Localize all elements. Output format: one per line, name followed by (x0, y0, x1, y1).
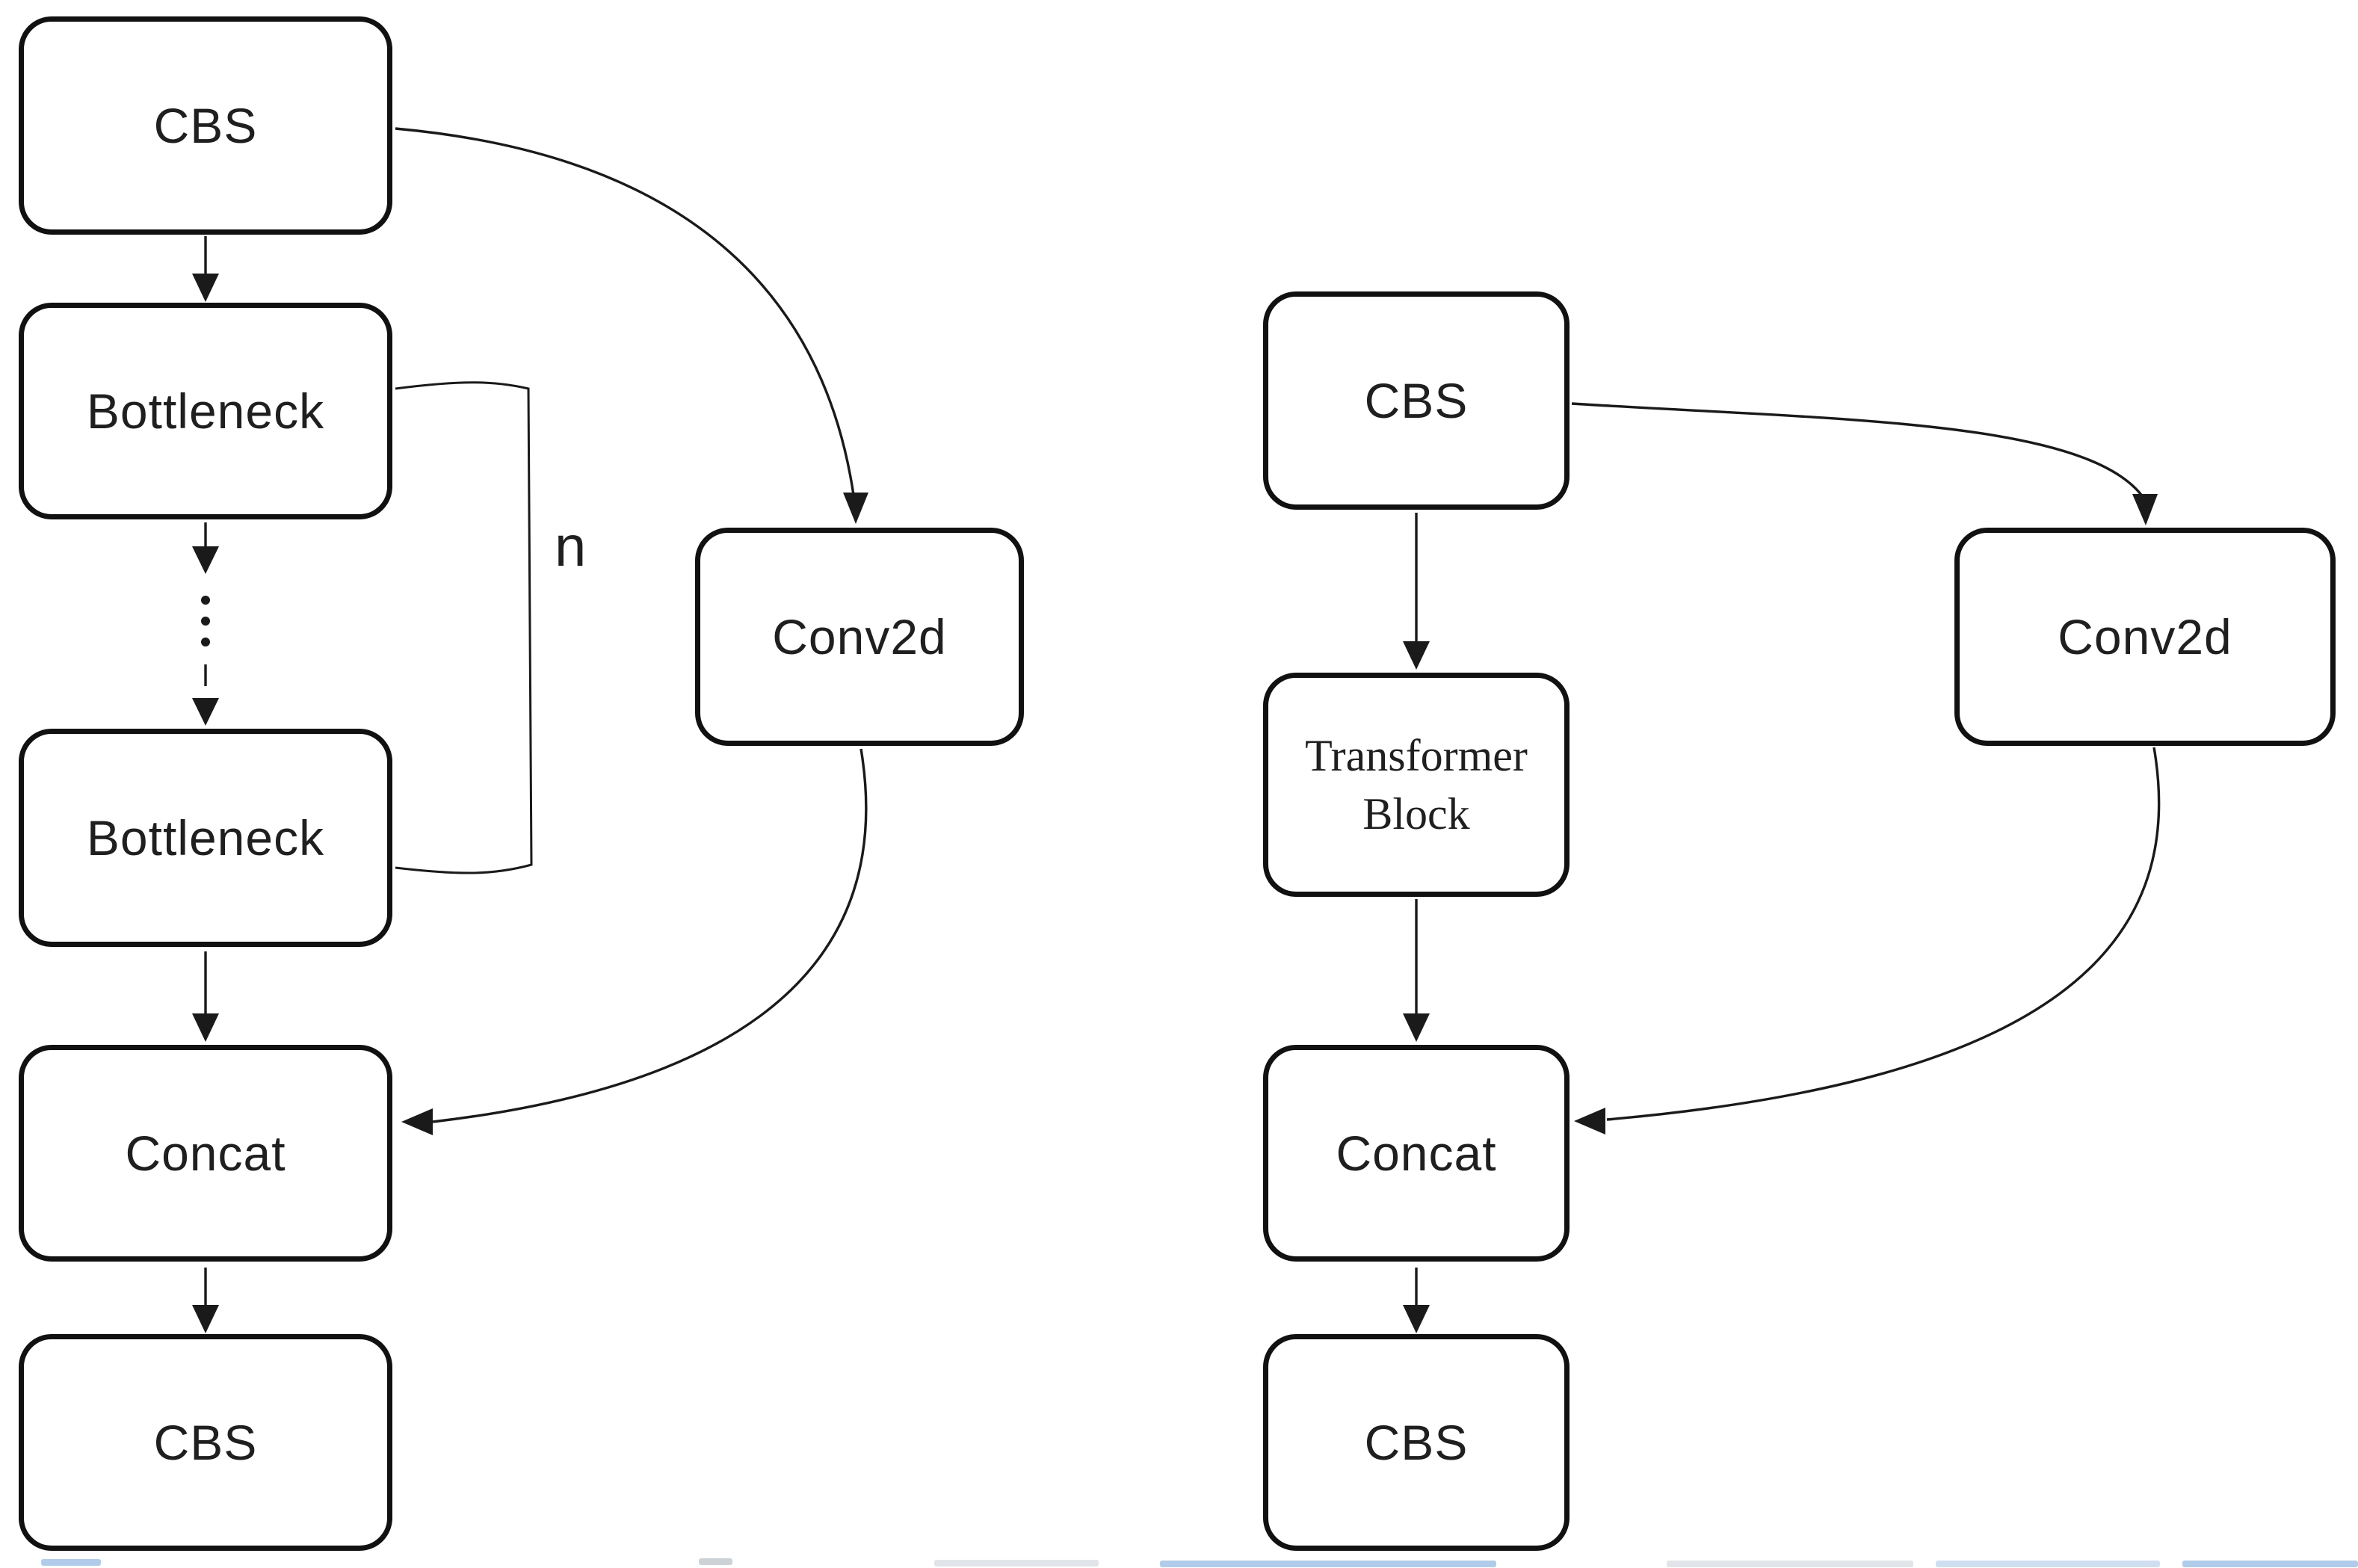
curve-cbs-to-conv2d (395, 127, 855, 496)
curve-cbs-to-conv2d-head (843, 493, 868, 524)
node-concat-right: Concat (1263, 1045, 1570, 1262)
node-label: CBS (153, 1415, 258, 1470)
arrow-bottleneck2-to-concat-head (192, 1013, 219, 1042)
arrow-cbs-to-bottleneck1-head (192, 274, 219, 302)
node-label: Conv2d (772, 609, 947, 664)
ellipsis-dot (201, 596, 210, 605)
node-label: Bottleneck (86, 810, 325, 865)
arrow-transformer-to-concat-head (1403, 1013, 1430, 1042)
bottom-edge-artifact (1667, 1561, 1913, 1567)
ellipsis-dot (201, 617, 210, 626)
curve-conv2d-to-concat (432, 748, 868, 1123)
node-cbs-top-right: CBS (1263, 291, 1570, 510)
node-label: CBS (1364, 373, 1469, 428)
bottom-edge-artifact (1160, 1561, 1496, 1567)
bottom-edge-artifact (1936, 1561, 2160, 1567)
arrow-concat-to-cbs-right-head (1403, 1305, 1430, 1333)
repeat-count-label: n (555, 515, 587, 578)
node-label: CBS (1364, 1415, 1469, 1470)
node-concat-left: Concat (19, 1045, 392, 1262)
node-label: Conv2d (2058, 609, 2232, 664)
node-conv2d-left: Conv2d (695, 528, 1024, 746)
arrow-bottleneck1-out-head (192, 546, 219, 574)
curve-conv2d-to-concat-right-head (1574, 1108, 1605, 1135)
curve-conv2d-to-concat-right (1606, 747, 2161, 1121)
repeat-bracket (395, 381, 533, 874)
curve-cbs-to-conv2d-right (1571, 402, 2145, 499)
dashed-arrow-head (192, 698, 219, 726)
curve-cbs-to-conv2d-right-head (2132, 494, 2158, 525)
node-label: CBS (153, 98, 258, 153)
node-label-line1: Transformer (1305, 731, 1528, 780)
ellipsis-dot (201, 638, 210, 646)
curve-conv2d-to-concat-head (401, 1108, 433, 1135)
node-label-line2: Block (1362, 789, 1470, 839)
node-label: Concat (1336, 1126, 1497, 1181)
node-bottleneck-1: Bottleneck (19, 303, 392, 519)
node-cbs-top-left: CBS (19, 16, 392, 235)
node-conv2d-right: Conv2d (1954, 528, 2336, 746)
node-transformer-block: Transformer Block (1263, 673, 1570, 897)
bottom-edge-artifact (2182, 1561, 2358, 1567)
arrow-concat-to-cbs-head (192, 1305, 219, 1333)
bottom-edge-artifact (934, 1560, 1099, 1567)
node-label: Bottleneck (86, 383, 325, 439)
bottom-edge-artifact (699, 1558, 732, 1565)
node-cbs-bottom-right: CBS (1263, 1334, 1570, 1551)
arrow-cbs-to-transformer-head (1403, 641, 1430, 670)
node-bottleneck-2: Bottleneck (19, 729, 392, 947)
node-cbs-bottom-left: CBS (19, 1334, 392, 1551)
bottom-edge-artifact (41, 1559, 101, 1566)
node-label: Concat (125, 1126, 286, 1181)
